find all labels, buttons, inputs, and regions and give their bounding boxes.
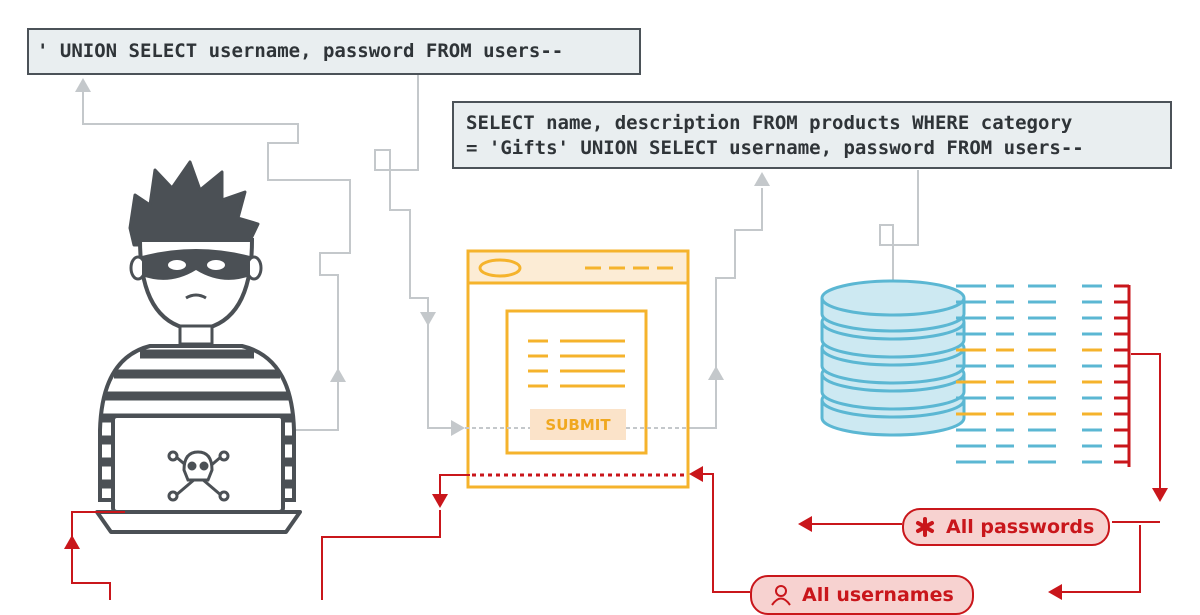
injection-payload-box: ' UNION SELECT username, password FROM u… [27,28,641,75]
database-table-rows [956,284,1131,467]
response-flow-lines [71,353,1161,600]
all-usernames-badge: All usernames [750,575,974,615]
request-flow-lines [82,75,919,431]
all-passwords-badge: All passwords [902,508,1110,546]
user-icon [770,584,792,606]
laptop-icon [95,414,302,534]
all-passwords-label: All passwords [946,516,1095,538]
response-arrowheads [64,466,1168,600]
skull-crossbones-icon [167,450,230,502]
diagram-canvas [64,75,1168,600]
database-icon [820,279,966,437]
sql-query-line-1: SELECT name, description FROM products W… [466,112,1073,134]
all-usernames-label: All usernames [802,584,954,606]
browser-address-pill [478,258,522,278]
form-fields [528,339,625,388]
submit-button[interactable]: SUBMIT [530,409,626,440]
injection-payload-text: ' UNION SELECT username, password FROM u… [37,40,564,62]
asterisk-icon [914,516,936,538]
sql-query-box: SELECT name, description FROM products W… [452,101,1172,169]
browser-window [465,249,690,489]
sql-query-line-2: = 'Gifts' UNION SELECT username, passwor… [466,137,1084,159]
